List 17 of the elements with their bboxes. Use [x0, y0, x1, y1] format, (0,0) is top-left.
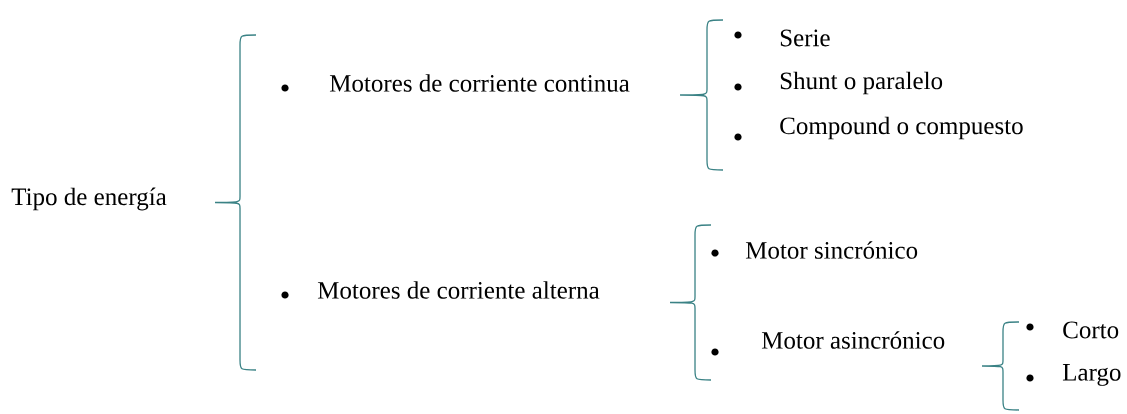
list-item: Motores de corriente alterna — [281, 281, 600, 299]
list-item: Motor sincrónico — [711, 241, 918, 259]
node-label: Motor sincrónico — [745, 241, 918, 259]
list-item: Compound o compuesto — [734, 116, 1023, 141]
list-item: Serie — [734, 29, 830, 47]
node-label: Corto — [1063, 321, 1119, 339]
list-item: Motores de corriente continua — [281, 74, 630, 92]
list-item: Motor asincrónico — [711, 331, 945, 356]
node-label: Largo — [1062, 364, 1121, 386]
list-item: Largo — [1026, 364, 1121, 386]
list-item: Shunt o paralelo — [734, 71, 943, 95]
node-label: Shunt o paralelo — [780, 71, 943, 95]
list-item: Corto — [1026, 321, 1119, 339]
node-label: Compound o compuesto — [780, 116, 1023, 140]
node-label: Serie — [780, 29, 830, 47]
root-label: Tipo de energía — [11, 187, 167, 211]
node-label: Motor asincrónico — [761, 331, 945, 349]
